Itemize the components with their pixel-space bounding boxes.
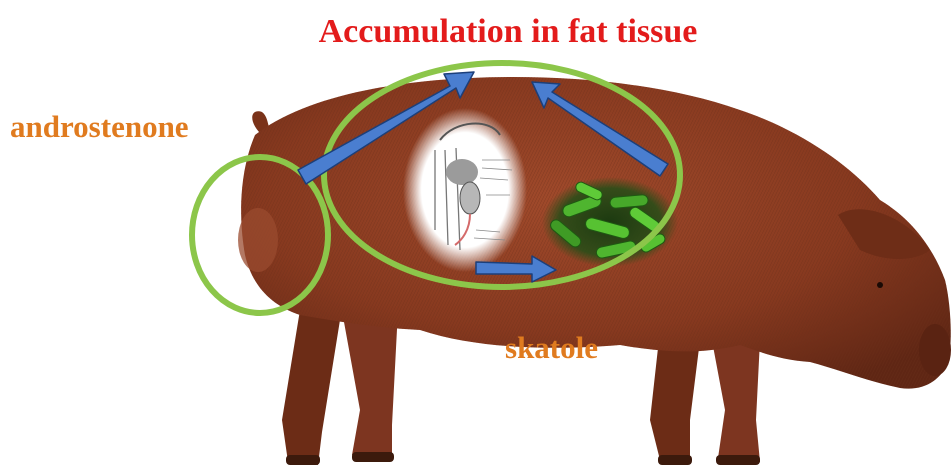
pig-hind-leg-back [282,310,340,465]
pig-rear-bulge [238,208,278,272]
pig-hoof [716,455,760,465]
pig-eye [877,282,883,288]
pig-hoof [286,455,320,465]
pig-hoof [658,455,692,465]
diagram-title: Accumulation in fat tissue [319,13,698,50]
pig-front-leg-front [710,330,760,462]
androstenone-label: androstenone [10,109,189,144]
pig-hoof [352,452,394,462]
skatole-label: skatole [505,330,598,365]
pig-snout [919,324,951,376]
anatomy-diagram-icon [403,108,527,272]
bacteria-icon [542,177,678,267]
